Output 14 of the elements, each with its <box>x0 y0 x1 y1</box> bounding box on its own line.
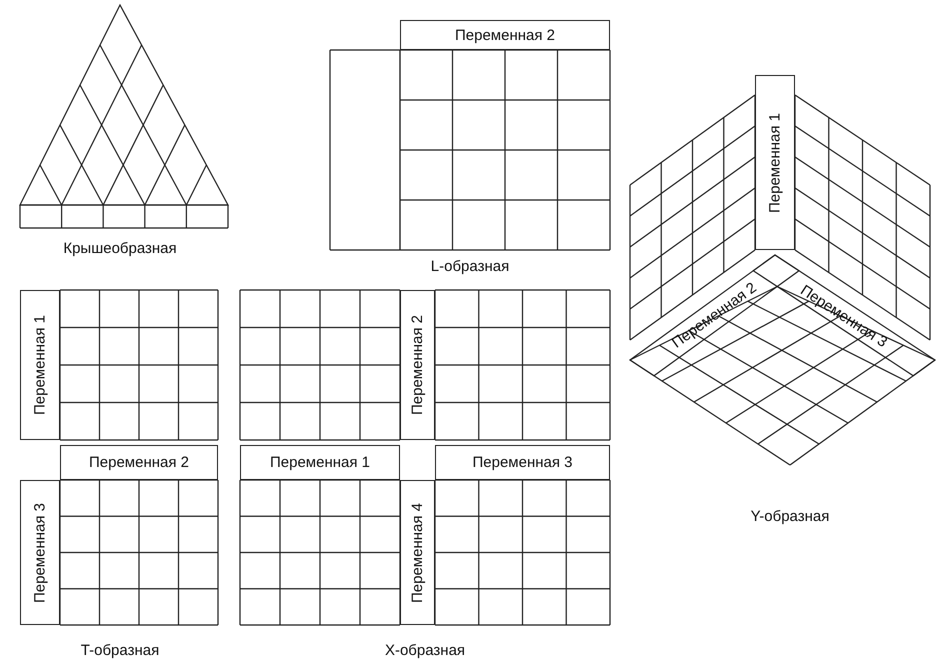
variable-header: Переменная 4 <box>400 480 435 625</box>
variable-header: Переменная 2 <box>400 20 610 50</box>
variable-header: Переменная 2 <box>400 290 435 440</box>
matrix-caption: X-образная <box>384 642 466 659</box>
variable-header: Переменная 3 <box>435 445 610 480</box>
matrix-caption: Крышеобразная <box>63 240 177 257</box>
variable-header: Переменная 1 <box>20 290 60 440</box>
variable-header: Переменная 2 <box>60 445 218 480</box>
matrix-caption: T-образная <box>80 642 160 659</box>
variable-header: Переменная 1 <box>240 445 400 480</box>
matrix-caption: L-образная <box>430 258 510 275</box>
variable-header: Переменная 1 <box>755 75 795 250</box>
matrix-caption: Y-образная <box>750 508 830 525</box>
variable-header: Переменная 3 <box>20 480 60 625</box>
